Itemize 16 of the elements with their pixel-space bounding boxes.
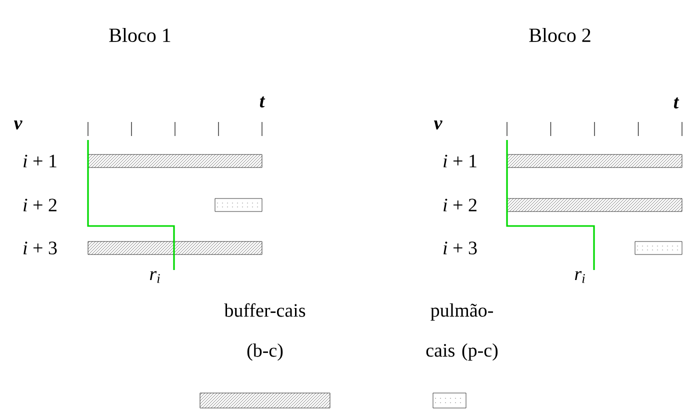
axis-label: v xyxy=(14,120,22,130)
legend-text: buffer-cais (b-c) xyxy=(224,303,306,361)
release-label: r$_{i}$ xyxy=(573,270,587,284)
legend-text: pulmão-cais (p-c) xyxy=(426,303,498,361)
axis-label: t xyxy=(674,98,680,108)
block-title: Bloco 2 xyxy=(529,28,590,42)
axis-label: v xyxy=(434,120,442,130)
row-label: i + 2 xyxy=(24,198,56,212)
row-label: i + 2 xyxy=(444,198,476,212)
release-label: r$_{i}$ xyxy=(148,270,162,284)
row-label: i + 3 xyxy=(444,242,477,254)
row-label: i + 1 xyxy=(24,154,56,168)
row-label: i + 3 xyxy=(24,242,57,254)
axis-label: t xyxy=(260,96,266,108)
block-title: Bloco 1 xyxy=(109,28,170,42)
row-label: i + 1 xyxy=(444,154,476,168)
